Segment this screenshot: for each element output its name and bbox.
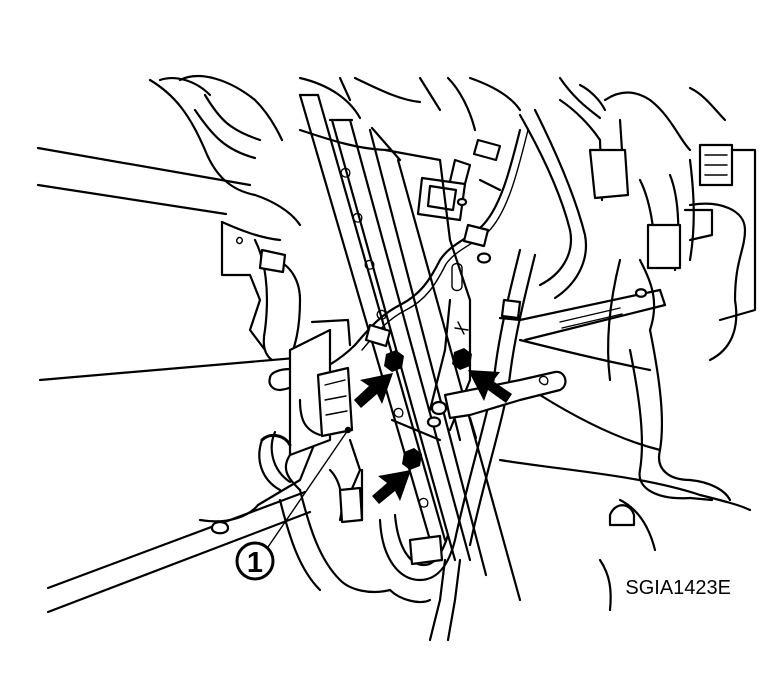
pillar-frame <box>298 93 537 602</box>
bolt-upper-right <box>452 348 472 370</box>
mounting-bolts <box>384 348 472 470</box>
upper-harness <box>193 93 734 502</box>
lower-harness <box>378 513 462 642</box>
callout-circle <box>235 541 275 581</box>
callout-leader-line <box>267 429 349 548</box>
diagonal-bracket <box>518 288 667 342</box>
callout-number: 1 <box>247 547 263 579</box>
bolt-upper-left <box>384 350 404 372</box>
callout-1: 1 <box>235 426 352 581</box>
figure-code: SGIA1423E <box>625 577 731 599</box>
arrow-upper-left <box>354 373 393 408</box>
arrow-lower <box>372 470 411 504</box>
body-panel-lines <box>36 75 757 614</box>
bolt-lower <box>402 448 422 470</box>
connector-block <box>258 318 432 604</box>
indicator-arrows <box>354 370 512 504</box>
arrow-upper-right <box>468 370 512 403</box>
callout-leader-dot <box>344 426 352 434</box>
